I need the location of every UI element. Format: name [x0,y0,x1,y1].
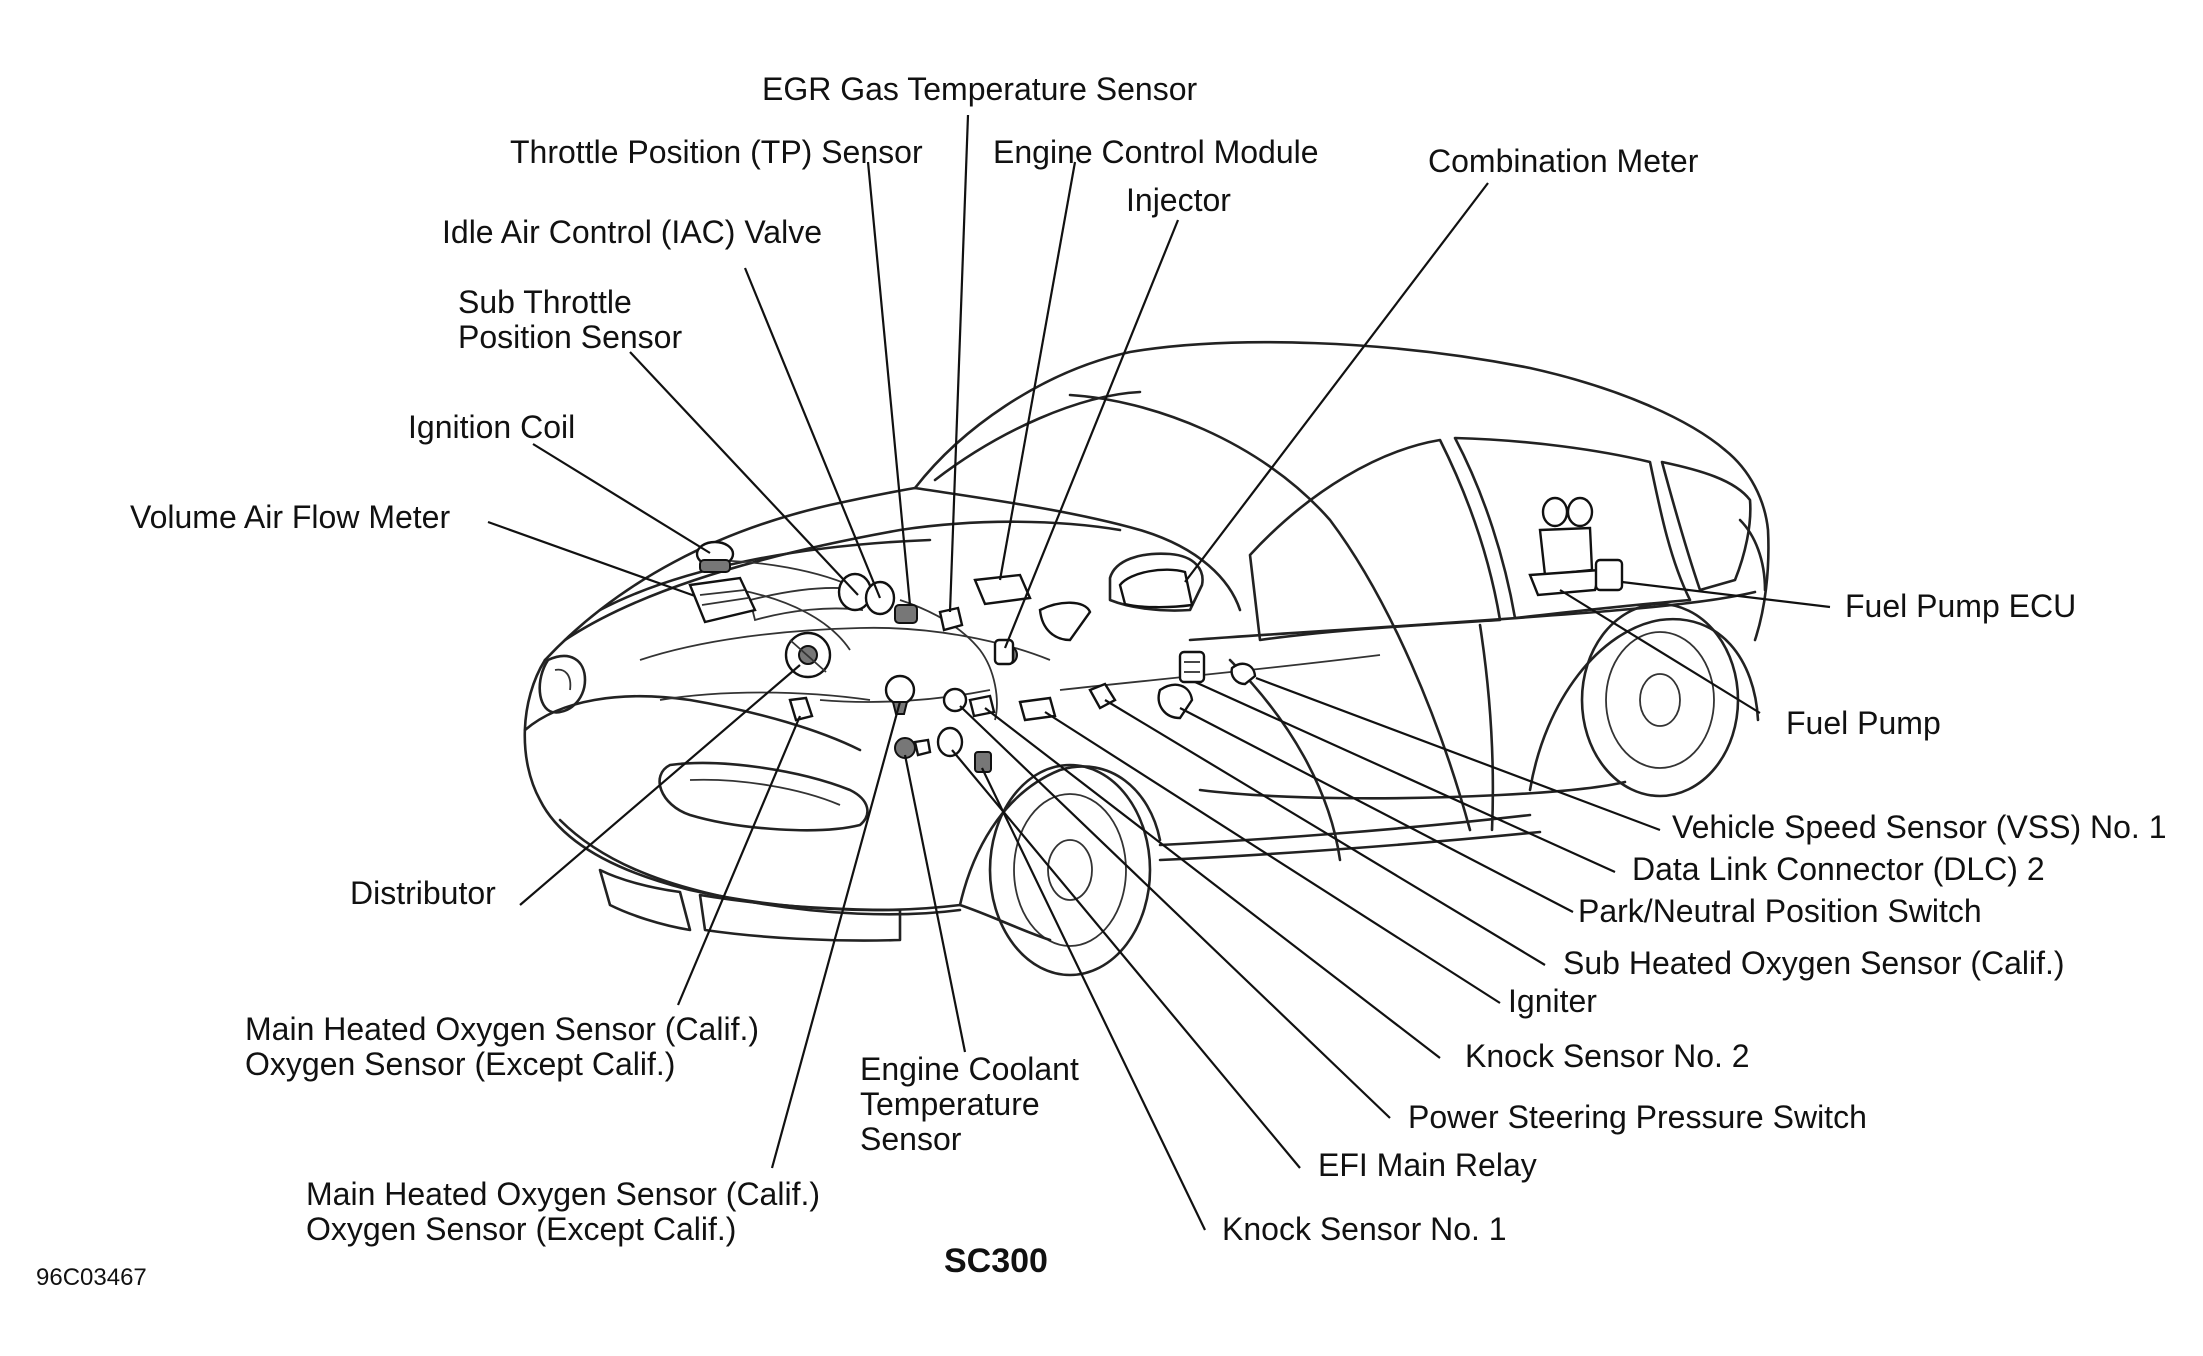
label-combination-meter: Combination Meter [1428,143,1699,179]
fuel-pump-ecu-part [1594,558,1624,592]
engine-control-module-part [973,573,1032,606]
labels: EGR Gas Temperature Sensor Throttle Posi… [36,71,2167,1291]
label-sub-heated-oxygen-sensor: Sub Heated Oxygen Sensor (Calif.) [1563,945,2065,981]
figure-code: 96C03467 [36,1264,147,1291]
leader-combination-meter [1184,182,1489,583]
leader-volume-air-flow-meter [487,520,696,598]
volume-air-flow-meter-part [688,576,757,624]
injector-part [993,601,1092,666]
leader-vehicle-speed-sensor [1255,676,1661,832]
leader-knock-sensor-1 [981,767,1206,1231]
data-link-connector-part [1178,650,1206,684]
leader-throttle-position-sensor [866,161,912,606]
label-power-steering-pressure-switch: Power Steering Pressure Switch [1408,1099,1867,1135]
label-engine-coolant-temperature-sensor-line1: Engine Coolant [860,1051,1079,1087]
label-main-heated-oxygen-sensor-upper-line1: Main Heated Oxygen Sensor (Calif.) [245,1011,759,1047]
label-igniter: Igniter [1508,983,1597,1019]
main-oxygen-sensor-parts [788,674,916,722]
label-park-neutral-position-switch: Park/Neutral Position Switch [1578,893,1982,929]
label-distributor: Distributor [350,875,496,911]
label-idle-air-control-valve: Idle Air Control (IAC) Valve [442,214,822,250]
leader-injector [1003,219,1180,649]
leader-efi-main-relay [951,749,1301,1169]
label-data-link-connector: Data Link Connector (DLC) 2 [1632,851,2045,887]
label-main-heated-oxygen-sensor-upper-line2: Oxygen Sensor (Except Calif.) [245,1046,675,1082]
leader-igniter [1044,711,1501,1004]
leader-park-neutral-position-switch [1179,707,1574,913]
leader-engine-control-module [998,161,1077,581]
label-knock-sensor-2: Knock Sensor No. 2 [1465,1038,1750,1074]
distributor-part [784,631,832,679]
label-knock-sensor-1: Knock Sensor No. 1 [1222,1211,1507,1247]
combination-meter-part [1118,568,1194,609]
leader-sub-throttle-position-sensor [629,351,859,596]
label-sub-throttle-position-sensor-line2: Position Sensor [458,319,682,355]
label-volume-air-flow-meter: Volume Air Flow Meter [130,499,450,535]
park-neutral-switch-part [1157,683,1194,720]
leader-fuel-pump-ecu [1621,580,1831,609]
throttle-body-part [837,572,918,624]
fuel-pump-part [1528,496,1602,597]
label-fuel-pump: Fuel Pump [1786,705,1941,741]
leader-knock-sensor-2 [984,707,1441,1059]
label-engine-coolant-temperature-sensor-line2: Temperature [860,1086,1040,1122]
label-egr-gas-temperature-sensor: EGR Gas Temperature Sensor [762,71,1198,107]
label-ignition-coil: Ignition Coil [408,409,575,445]
leader-sub-heated-oxygen-sensor [1104,699,1546,966]
label-efi-main-relay: EFI Main Relay [1318,1147,1537,1183]
egr-gas-temperature-sensor-part [938,606,964,632]
label-main-heated-oxygen-sensor-lower-line2: Oxygen Sensor (Except Calif.) [306,1211,736,1247]
label-engine-coolant-temperature-sensor-line3: Sensor [860,1121,962,1157]
leader-egr-gas-temperature-sensor [948,114,970,613]
label-injector: Injector [1126,182,1231,218]
efi-main-relay-part [936,726,964,758]
label-vehicle-speed-sensor: Vehicle Speed Sensor (VSS) No. 1 [1672,809,2167,845]
label-fuel-pump-ecu: Fuel Pump ECU [1845,588,2076,624]
leader-fuel-pump [1559,589,1761,714]
vehicle-speed-sensor-part [1230,662,1257,686]
leader-main-heated-oxygen-sensor-upper [676,715,802,1006]
leader-lines [487,114,1831,1231]
leader-distributor [519,664,801,906]
leader-idle-air-control-valve [743,267,882,599]
label-main-heated-oxygen-sensor-lower-line1: Main Heated Oxygen Sensor (Calif.) [306,1176,820,1212]
label-engine-control-module: Engine Control Module [993,134,1319,170]
model-title: SC300 [944,1242,1048,1280]
engine-coolant-temperature-sensor-part [894,737,932,759]
label-throttle-position-sensor: Throttle Position (TP) Sensor [510,134,923,170]
leader-data-link-connector [1194,680,1616,874]
igniter-part [1018,696,1057,722]
ignition-coil-part [695,540,735,573]
leader-ignition-coil [532,443,711,554]
leader-power-steering-pressure-switch [959,705,1391,1119]
leader-engine-coolant-temperature-sensor [903,754,967,1053]
leader-main-heated-oxygen-sensor-lower [770,701,902,1169]
label-sub-throttle-position-sensor-line1: Sub Throttle [458,284,632,320]
